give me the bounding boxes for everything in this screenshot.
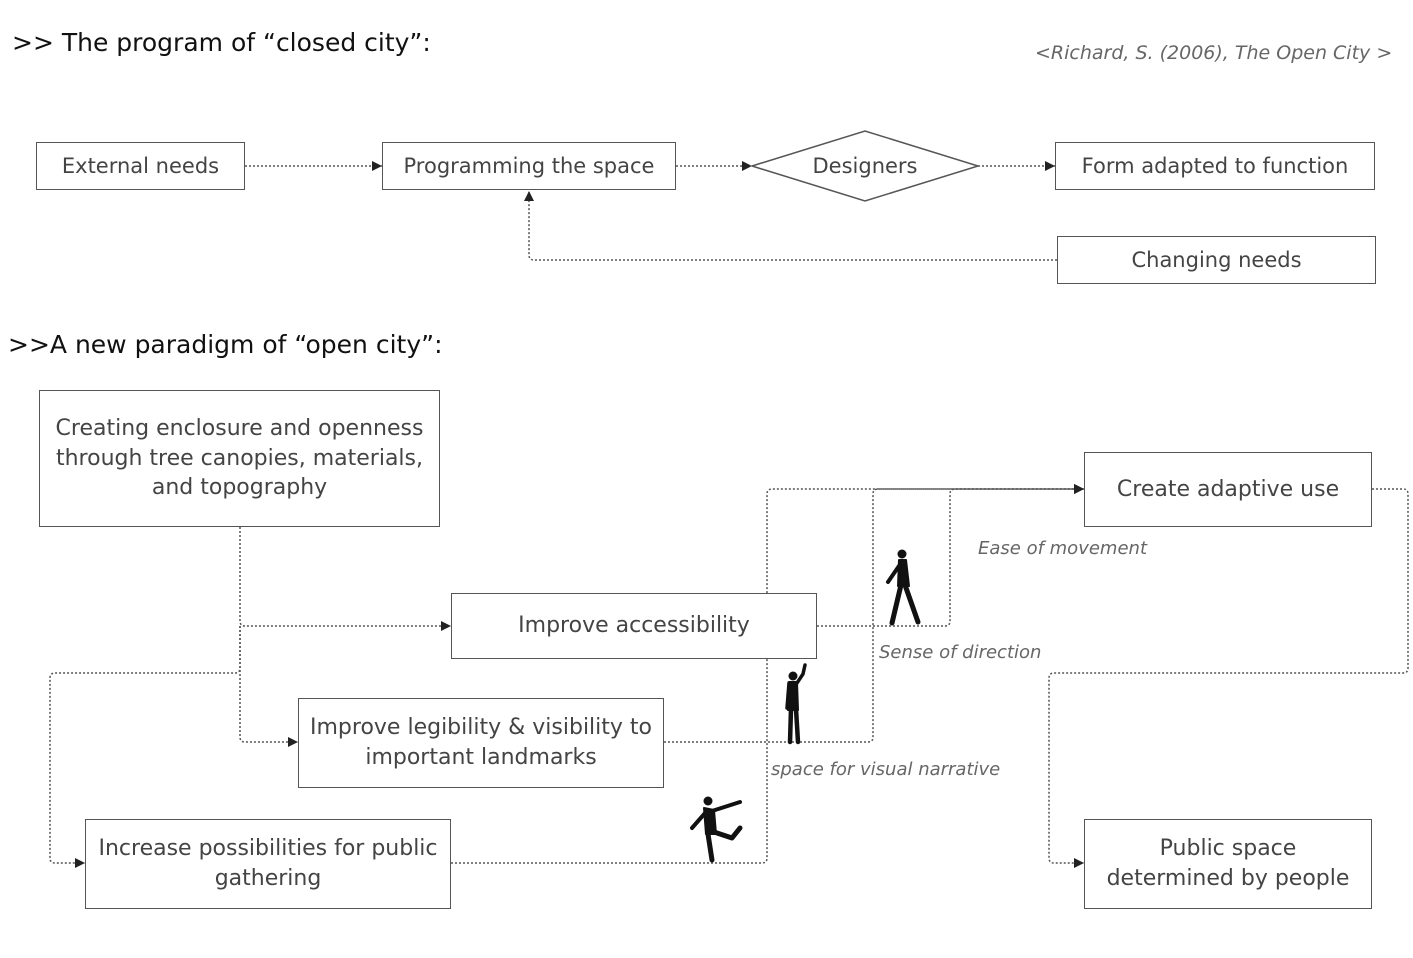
node-label: External needs [61, 153, 220, 178]
node-improve-accessibility: Improve accessibility [451, 593, 817, 659]
node-label: Increase possibilities for public gather… [98, 836, 438, 891]
walking-person-icon [886, 549, 921, 626]
label-sense-of-direction: Sense of direction [879, 642, 1042, 663]
citation: <Richard, S. (2006), The Open City > [1035, 42, 1393, 64]
label-visual-narrative: space for visual narrative [771, 759, 1001, 780]
arrow-adaptive-to-public-space [1048, 488, 1409, 868]
waving-person-icon [785, 663, 807, 745]
arrow-enclosure-to-legibility [239, 626, 298, 747]
closed-city-heading: >> The program of “closed city”: [12, 28, 431, 57]
arrow-legibility-to-adaptive [664, 484, 1084, 743]
node-label: Improve accessibility [518, 613, 750, 639]
node-changing-needs: Changing needs [1057, 236, 1376, 284]
designers-diamond [749, 130, 981, 202]
open-city-heading: >>A new paradigm of “open city”: [8, 330, 443, 359]
node-label: Improve legibility & visibility to impor… [310, 715, 652, 770]
arrow-enclosure-to-gathering [49, 626, 241, 868]
node-designers: Designers [812, 154, 918, 178]
node-increase-possibilities: Increase possibilities for public gather… [85, 819, 451, 909]
node-label: Public space determined by people [1106, 836, 1350, 891]
node-public-space: Public space determined by people [1084, 819, 1372, 909]
arrow-gathering-to-adaptive [451, 484, 1084, 864]
node-label: Creating enclosure and openness through … [55, 415, 424, 501]
node-label: Programming the space [403, 153, 655, 178]
arrow-changing-to-programming [524, 191, 1057, 261]
label-ease-of-movement: Ease of movement [978, 538, 1147, 559]
node-programming-the-space: Programming the space [382, 142, 676, 190]
node-label: Changing needs [1131, 247, 1302, 272]
node-label: Form adapted to function [1081, 153, 1349, 178]
node-label: Create adaptive use [1116, 476, 1340, 502]
node-create-adaptive-use: Create adaptive use [1084, 452, 1372, 527]
node-creating-enclosure: Creating enclosure and openness through … [39, 390, 440, 527]
node-form-adapted-to-function: Form adapted to function [1055, 142, 1375, 190]
node-improve-legibility: Improve legibility & visibility to impor… [298, 698, 664, 788]
kicking-person-icon [690, 796, 743, 863]
node-external-needs: External needs [36, 142, 245, 190]
arrow-enclosure-to-accessibility [239, 527, 451, 631]
